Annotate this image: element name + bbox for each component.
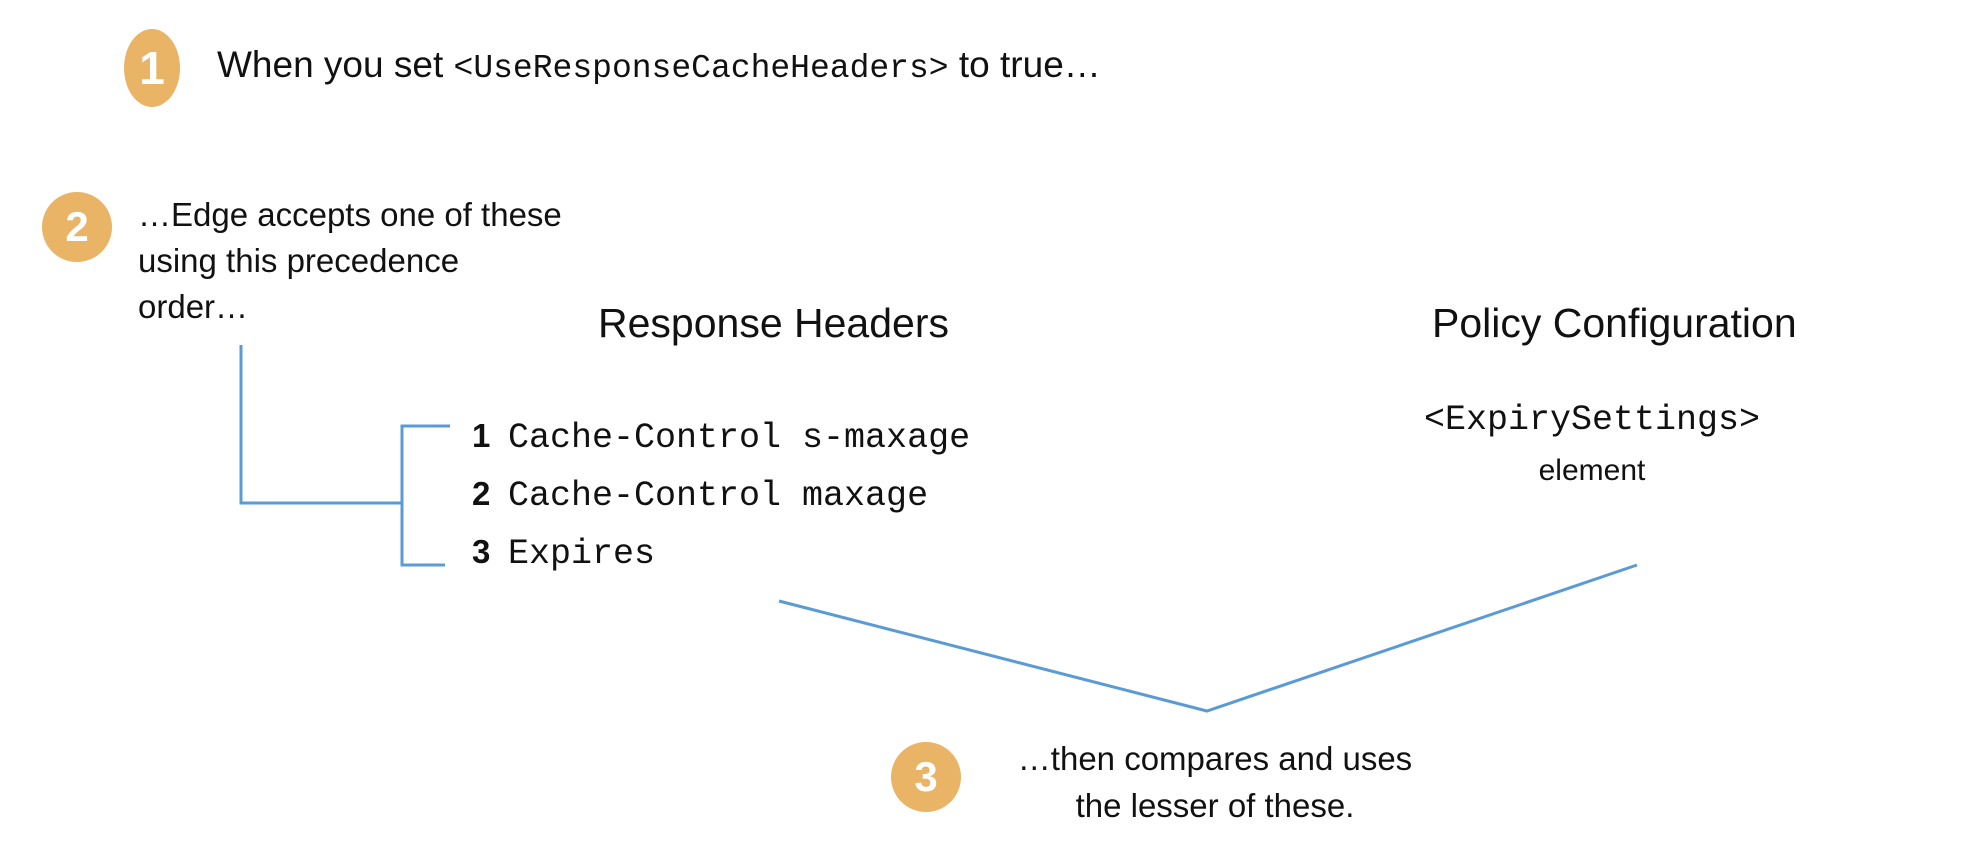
- precedence-list: 1 Cache-Control s-maxage 2 Cache-Control…: [472, 417, 970, 591]
- step-1-text-element: <UseResponseCacheHeaders>: [453, 50, 949, 87]
- policy-configuration-heading: Policy Configuration: [1432, 300, 1797, 346]
- precedence-bracket: [400, 424, 450, 567]
- step-2-text: …Edge accepts one of these using this pr…: [138, 192, 638, 330]
- list-item: 1 Cache-Control s-maxage: [472, 417, 970, 475]
- policy-element-name: <ExpirySettings>: [1423, 400, 1761, 440]
- policy-element-word: element: [1538, 454, 1646, 487]
- step-2-badge: 2: [42, 192, 112, 262]
- list-item: 2 Cache-Control maxage: [472, 475, 970, 533]
- policy-configuration-block: <ExpirySettings> element: [1382, 400, 1802, 488]
- step-3-text-line-1: …then compares and uses: [1017, 740, 1413, 777]
- list-item-rank: 1: [472, 417, 491, 454]
- step2-elbow-connector: [239, 345, 402, 505]
- list-item-label: Cache-Control s-maxage: [508, 418, 971, 458]
- step-1-text-suffix: to true…: [948, 44, 1101, 85]
- list-item-rank: 3: [472, 533, 491, 570]
- step-3-badge: 3: [891, 742, 961, 812]
- step-1-badge: 1: [124, 29, 180, 107]
- list-item-label: Cache-Control maxage: [508, 476, 929, 516]
- step-1-text: When you set <UseResponseCacheHeaders> t…: [217, 44, 1101, 87]
- step-2-text-line-2: using this precedence: [138, 242, 460, 279]
- response-headers-heading: Response Headers: [598, 300, 949, 346]
- list-item-rank: 2: [472, 475, 491, 512]
- list-item-label: Expires: [508, 534, 656, 574]
- step-2-text-line-3: order…: [138, 288, 249, 325]
- step-1-text-prefix: When you set: [217, 44, 454, 85]
- list-item: 3 Expires: [472, 533, 970, 591]
- step-3-text: …then compares and uses the lesser of th…: [980, 735, 1450, 829]
- step-3-text-line-2: the lesser of these.: [1075, 787, 1355, 824]
- step-2-text-line-1: …Edge accepts one of these: [138, 196, 562, 233]
